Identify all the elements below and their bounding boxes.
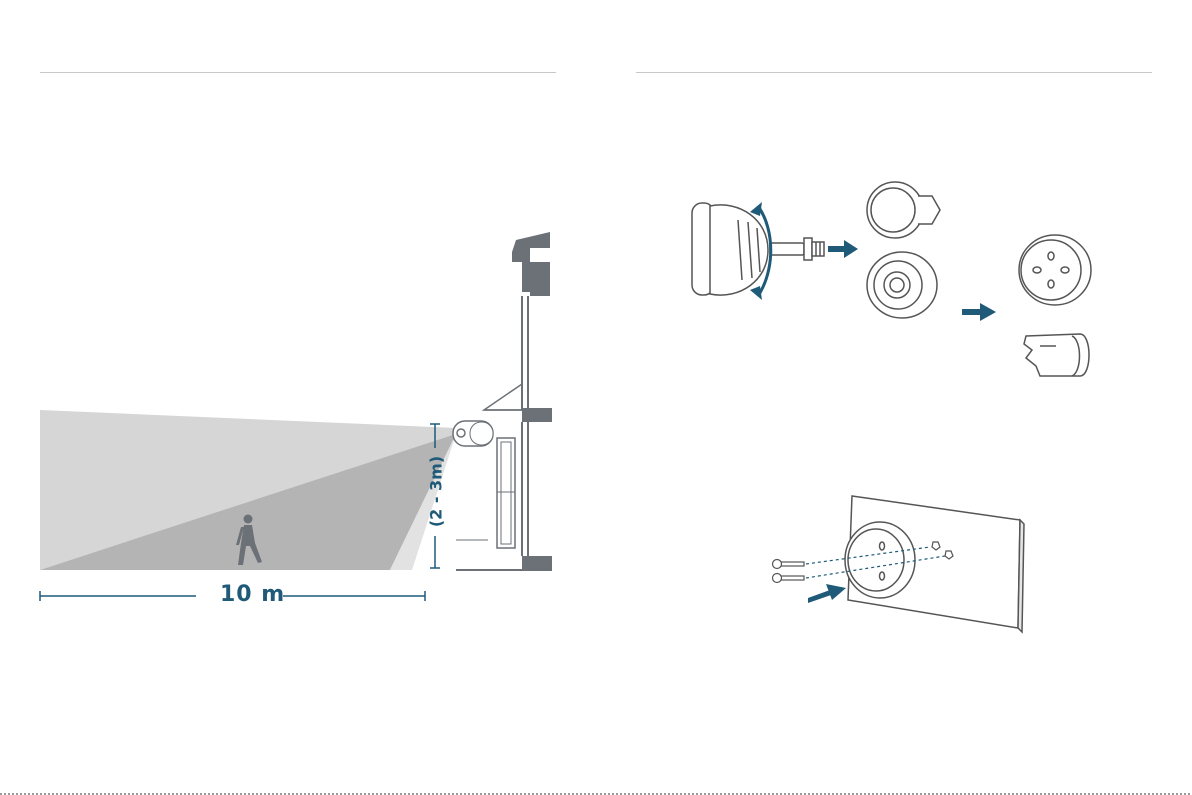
distance-label: 10 m xyxy=(220,582,285,607)
placement-illustration xyxy=(0,0,600,640)
mount-plate-part xyxy=(1019,235,1091,305)
mount-disassembly-illustration xyxy=(640,180,1110,390)
building-wall xyxy=(456,232,552,570)
screws-icon xyxy=(773,560,805,583)
mount-plate-on-wall xyxy=(845,522,915,598)
camera-icon xyxy=(453,421,493,446)
wall-install-illustration xyxy=(760,490,1030,630)
right-arrow-icon xyxy=(828,240,858,258)
right-arrow-icon xyxy=(962,303,996,321)
height-label: (2 - 3m) xyxy=(427,452,446,532)
right-header-rule xyxy=(636,72,1152,73)
mount-base-part xyxy=(867,252,937,318)
clip-part xyxy=(1024,334,1089,376)
push-arrow-icon xyxy=(808,584,846,603)
mount-cap-part xyxy=(867,182,940,238)
ball-mount-icon xyxy=(692,203,824,295)
